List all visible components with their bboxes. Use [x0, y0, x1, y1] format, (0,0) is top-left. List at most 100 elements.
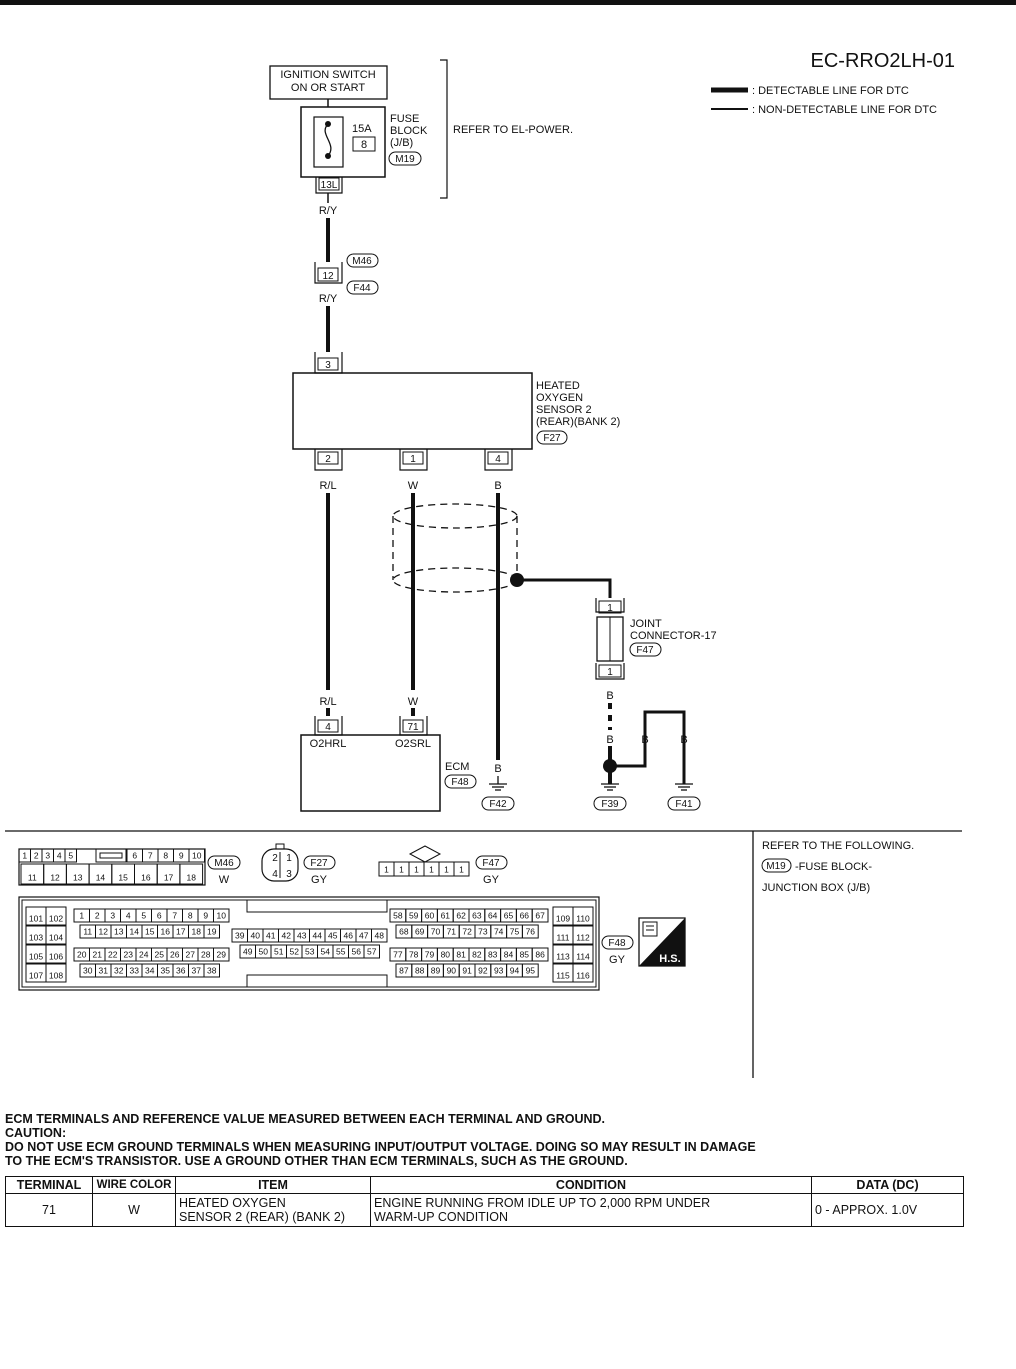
- ecm-pin-9: 9: [197, 908, 214, 923]
- joint-pin-bottom: 1: [607, 667, 613, 678]
- svg-text:74: 74: [494, 927, 504, 937]
- ecm-pin-76: 76: [521, 924, 539, 939]
- fuse-block-box: [300, 106, 386, 178]
- svg-text:38: 38: [207, 966, 217, 976]
- cell-terminal: 71: [5, 1193, 93, 1227]
- m46-pin-18: 18: [179, 863, 204, 885]
- sensor-line4: (REAR)(BANK 2): [536, 416, 620, 428]
- svg-text:24: 24: [139, 950, 149, 960]
- fuse-number: 8: [361, 139, 367, 151]
- svg-text:94: 94: [510, 966, 520, 976]
- svg-text:22: 22: [108, 950, 118, 960]
- svg-text:51: 51: [274, 947, 284, 957]
- ecm-pin-12: 12: [95, 924, 112, 939]
- svg-text:15: 15: [145, 927, 155, 937]
- svg-text:12: 12: [50, 873, 60, 883]
- ecm-pin-57: 57: [363, 944, 380, 959]
- ecm-pin-45: 45: [324, 928, 341, 943]
- svg-text:1: 1: [22, 851, 27, 861]
- svg-text:H.S.: H.S.: [659, 953, 680, 965]
- f47-color: GY: [483, 874, 500, 886]
- svg-text:54: 54: [321, 947, 331, 957]
- svg-text:14: 14: [96, 873, 106, 883]
- svg-text:52: 52: [290, 947, 300, 957]
- svg-text:1: 1: [429, 865, 434, 875]
- svg-text:104: 104: [49, 933, 63, 943]
- ecm-pin-1: 1: [73, 908, 90, 923]
- ecm-box: [300, 734, 441, 812]
- f27-color: GY: [311, 874, 328, 886]
- svg-text:70: 70: [431, 927, 441, 937]
- cell-item: HEATED OXYGEN SENSOR 2 (REAR) (BANK 2): [175, 1193, 371, 1227]
- svg-text:5: 5: [68, 851, 73, 861]
- svg-text:F27: F27: [310, 858, 328, 869]
- m46-pin-4: 4: [53, 848, 66, 863]
- svg-text:50: 50: [259, 947, 269, 957]
- f47-pin-1: 1: [378, 861, 395, 877]
- ecm-pin-102: 102: [45, 906, 67, 926]
- wire-label-b-f39: B: [606, 734, 613, 746]
- ecm-pin-69: 69: [411, 924, 429, 939]
- ecm-pin-58: 58: [389, 908, 407, 923]
- ecm-pin-20: 20: [73, 947, 90, 962]
- notes-line1: ECM TERMINALS AND REFERENCE VALUE MEASUR…: [5, 1112, 606, 1126]
- svg-text:81: 81: [456, 950, 466, 960]
- ecm-pin-15: 15: [141, 924, 158, 939]
- svg-text:15: 15: [118, 873, 128, 883]
- svg-text:101: 101: [29, 914, 43, 924]
- m46-pin-7: 7: [142, 848, 159, 863]
- ecm-pin-47: 47: [355, 928, 372, 943]
- table-header-row: TERMINAL WIRE COLOR ITEM CONDITION DATA …: [5, 1176, 964, 1194]
- ecm-pin-103: 103: [25, 925, 47, 945]
- ecm-pin-38: 38: [203, 963, 220, 978]
- m46-pin-2: 2: [30, 848, 43, 863]
- wire-label-rl-1: R/L: [319, 480, 336, 492]
- header-item: ITEM: [175, 1176, 371, 1194]
- ecm-pin-31: 31: [95, 963, 112, 978]
- m46-pin-14: 14: [88, 863, 113, 885]
- ecm-pin-13: 13: [110, 924, 127, 939]
- ecm-pin-71: 71: [399, 716, 428, 736]
- ecm-pin-22: 22: [104, 947, 121, 962]
- svg-text:58: 58: [393, 911, 403, 921]
- fuse-label3: (J/B): [390, 137, 413, 149]
- ecm-pin-54: 54: [317, 944, 334, 959]
- svg-text:44: 44: [313, 931, 323, 941]
- m46-pin-3: 3: [41, 848, 54, 863]
- svg-text:M46: M46: [214, 858, 234, 869]
- ecm-pin-86: 86: [531, 947, 549, 962]
- ecm-pin-82: 82: [468, 947, 486, 962]
- m46-pin-13: 13: [65, 863, 90, 885]
- fuse-amp: 15A: [352, 123, 372, 135]
- svg-text:84: 84: [504, 950, 514, 960]
- svg-text:5: 5: [141, 911, 146, 921]
- svg-text:F42: F42: [489, 799, 507, 810]
- svg-text:60: 60: [425, 911, 435, 921]
- ecm-pin-60: 60: [421, 908, 438, 923]
- fuse-label2: BLOCK: [390, 125, 428, 137]
- svg-text:49: 49: [243, 947, 253, 957]
- svg-text:109: 109: [556, 914, 570, 924]
- svg-text:3: 3: [45, 851, 50, 861]
- svg-text:114: 114: [576, 952, 590, 962]
- ecm-pin-27: 27: [182, 947, 199, 962]
- svg-text:86: 86: [535, 950, 545, 960]
- ecm-pin-43: 43: [293, 928, 310, 943]
- m46-pin-6: 6: [126, 848, 143, 863]
- wiring-diagram: EC-RRO2LH-01 : DETECTABLE LINE FOR DTC :…: [0, 0, 1016, 1078]
- f47-pin-1: 1: [438, 861, 455, 877]
- svg-text:42: 42: [282, 931, 292, 941]
- wire-label-b-branch: B: [641, 734, 648, 746]
- ecm-pin-106: 106: [45, 944, 67, 964]
- svg-text:57: 57: [367, 947, 377, 957]
- svg-text:10: 10: [217, 911, 227, 921]
- m46-pin-15: 15: [111, 863, 136, 885]
- svg-text:6: 6: [132, 851, 137, 861]
- ground-tag-f41: [667, 796, 701, 811]
- svg-text:M46: M46: [352, 256, 372, 267]
- ecm-pin-23: 23: [120, 947, 137, 962]
- f47-pin-1: 1: [453, 861, 470, 877]
- svg-text:71: 71: [407, 722, 419, 733]
- svg-text:21: 21: [93, 950, 103, 960]
- wire-label-b-1: B: [494, 480, 501, 492]
